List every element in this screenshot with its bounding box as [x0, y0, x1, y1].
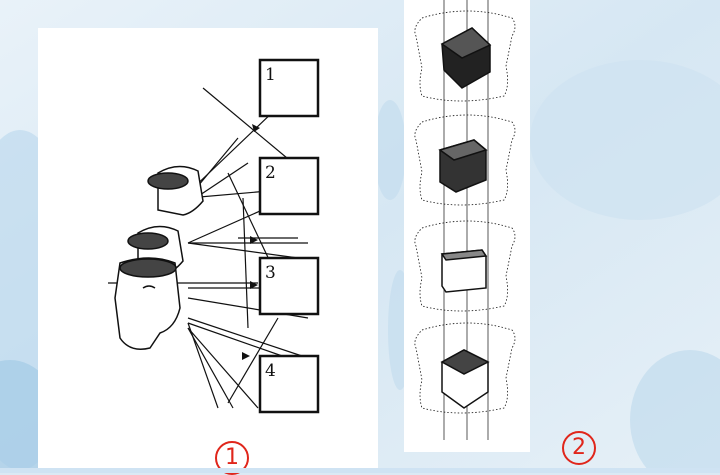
figure-1-drawing: 1 2 3 4 [108, 58, 320, 414]
frame-2 [258, 156, 320, 216]
figure-2-panel [404, 0, 530, 452]
frame-number: 1 [265, 65, 276, 85]
cube-illustration [438, 27, 492, 409]
frame-number: 3 [265, 263, 276, 283]
figure-1-panel: 1 2 3 4 [38, 28, 378, 468]
frame-4 [258, 354, 320, 414]
frame-1 [258, 58, 320, 118]
frame-number: 4 [265, 361, 276, 381]
frame-3 [258, 256, 320, 316]
bottom-strip [0, 468, 720, 473]
head-profile-illustration [114, 165, 204, 350]
figure-2-drawing [414, 0, 516, 440]
figure-2-label: 2 [562, 431, 596, 465]
frame-number: 2 [265, 163, 276, 183]
